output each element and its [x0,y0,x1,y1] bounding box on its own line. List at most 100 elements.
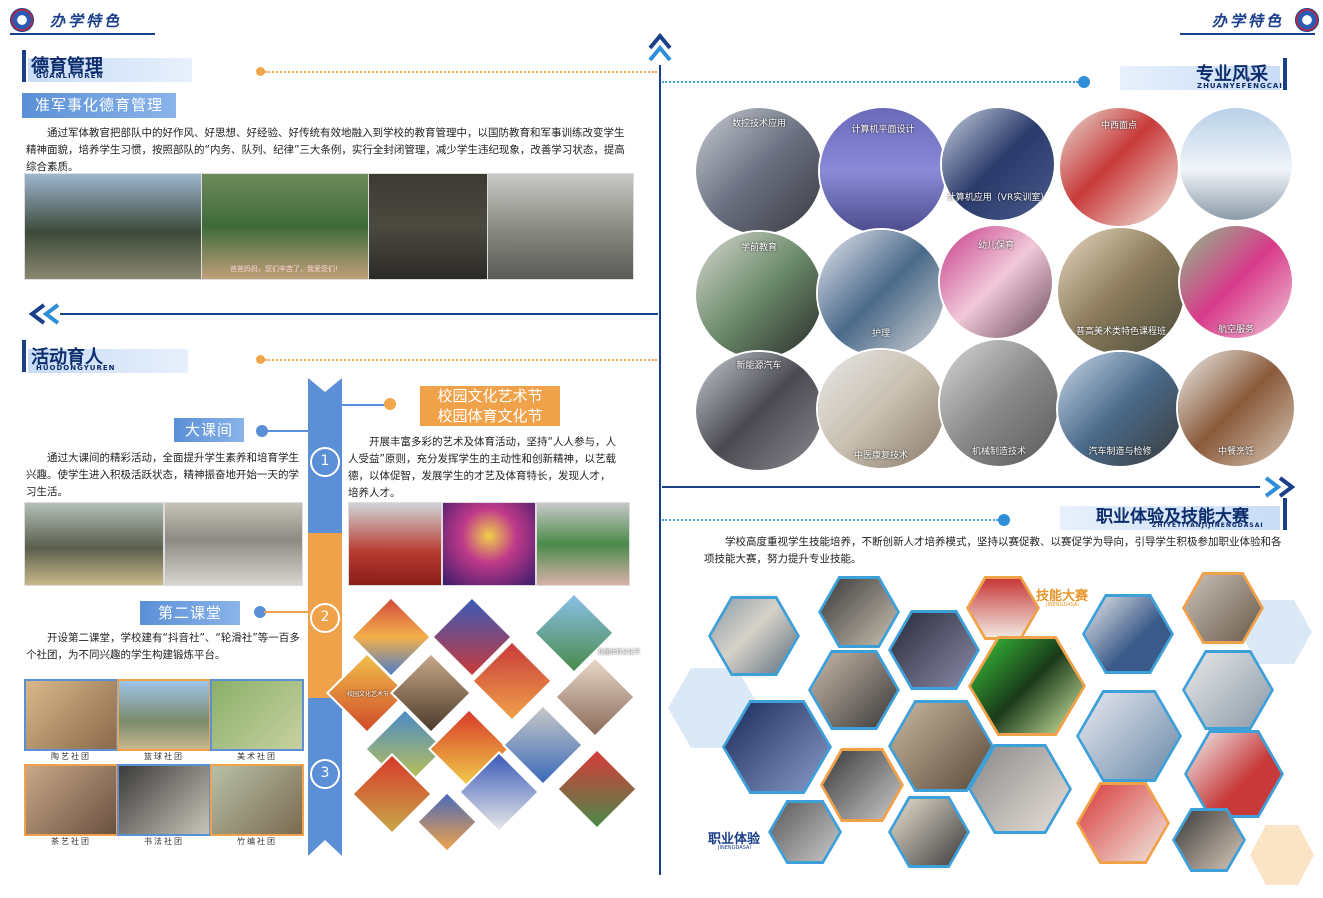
dotted-connector [265,359,657,361]
club-photo-art [210,679,304,751]
skill-photo [1182,650,1274,730]
jineng-subtitle: JINENGDASAI [1046,602,1079,608]
festival-photo-ceremony [348,502,442,586]
skill-photo [968,744,1072,834]
tiyan-title: 职业体验 [708,832,761,847]
diamond-label-art: 校园文化艺术节 [347,691,390,698]
section-title-bg [1060,506,1280,530]
deyu-paragraph: 通过军体教官把部队中的好作风、好思想、好经验、好传统有效地融入到学校的教育管理中… [26,127,625,173]
skill-photo [888,610,980,690]
header-underline-right [1180,33,1315,35]
hex-outline [1250,825,1314,885]
club-photo-tea [24,764,118,836]
major-vr-lab: 计算机应用（VR实训室） [942,108,1054,220]
skill-photo [968,636,1086,736]
deyu-photo-drill: 爸爸妈妈，您们辛苦了，我爱您们! [201,173,369,280]
center-divider [659,65,661,875]
club-label-art: 美术社团 [237,752,277,761]
zhuanye-title: 专业风采 [1196,64,1268,85]
club-label-pottery: 陶艺社团 [51,752,91,761]
club-photo-bamboo [210,764,304,836]
skill-photo [1076,690,1182,782]
step-number-3: 3 [310,759,340,789]
skill-photo [966,576,1040,640]
deyu-title: 德育管理 [31,56,103,77]
club-photo-pottery [24,679,118,751]
section-bar [22,50,26,82]
major-childcare: 幼儿保育 [940,226,1052,338]
festival-tag: 校园文化艺术节 校园体育文化节 [420,386,560,426]
diamond-photo [532,591,616,675]
timeline-dot [254,606,266,618]
huodong-title: 活动育人 [31,347,103,368]
skill-photo [1076,782,1170,864]
dier-paragraph: 开设第二课堂，学校建有“抖音社”、“轮滑社”等一百多个社团，为不同兴趣的学生构建… [26,632,300,661]
skill-photo [818,576,900,648]
club-photo-basketball [117,679,211,751]
section-title-bg [28,58,192,82]
major-preschool: 学前教育 [696,232,822,358]
jineng-title: 技能大赛 [1036,589,1089,604]
timeline-dot [998,514,1010,526]
school-logo-right [1295,8,1319,32]
festival-photo-stage [442,502,536,586]
deyu-tag: 准军事化德育管理 [22,93,176,118]
deyu-photo-dorm [487,173,634,280]
right-chevron-icon [1256,476,1296,498]
skill-photo [888,796,970,868]
major-auto-repair: 汽车制造与检修 [1058,352,1182,466]
major-cooking: 中餐烹饪 [1178,350,1294,466]
skill-photo [1172,808,1246,872]
dotted-connector [662,81,1078,83]
zhiye-paragraph: 学校高度重视学生技能培养，不断创新人才培养模式，坚持以赛促教、以赛促学为导向，引… [704,536,1282,565]
club-photo-calligraphy [117,764,211,836]
club-label-tea: 茶艺社团 [51,837,91,846]
section-bar [1283,498,1287,530]
major-aviation: 航空服务 [1180,226,1292,338]
major-graphic-design: 计算机平面设计 [820,108,946,234]
daketan-photo-dance [24,502,164,586]
skill-photo [768,800,842,864]
major-cnc: 数控技术应用 [696,108,822,234]
header-title-right: 办学特色 [1212,12,1285,30]
left-chevron-icon [28,303,68,325]
skill-photo [1082,594,1174,674]
connector-line [264,611,308,613]
tiyan-subtitle: JINENGDASAI [718,845,751,851]
major-rail [1180,108,1292,220]
festival-title-sports: 校园体育文化节 [437,407,543,425]
section-title-bg [28,349,188,373]
club-label-basketball: 篮球社团 [144,752,184,761]
timeline-dot [256,355,265,364]
section-title-bg [1120,66,1280,90]
timeline-dot [256,425,268,437]
skill-photo [808,650,900,730]
section-divider-line [60,313,658,315]
major-ev: 新能源汽车 [696,352,822,470]
deyu-photo-caption: 爸爸妈妈，您们辛苦了，我爱您们! [230,265,338,273]
dotted-connector [265,71,657,73]
huodong-subtitle: HUODONGYUREN [36,364,116,372]
step-number-2: 2 [310,603,340,633]
daketan-photo-exercise [164,502,303,586]
skill-photo [1184,730,1284,818]
major-machinery: 机械制造技术 [940,340,1058,466]
daketan-paragraph: 通过大课间的精彩活动，全面提升学生素养和培育学生兴趣。使学生进入积极活跃状态，精… [26,452,299,498]
skill-photo [820,748,904,822]
header-underline-left [10,33,155,35]
section-bar [22,340,26,372]
dier-tag: 第二课堂 [140,601,240,625]
deyu-subtitle: GUANLIYUREN [36,72,104,80]
zhiye-subtitle: ZHIYETIYANJIJINENGDASAI [1152,522,1264,529]
deyu-photo-flag-guard [24,173,202,280]
connector-line [342,404,386,406]
daketan-tag: 大课间 [174,418,244,442]
diamond-photo [553,655,637,739]
skill-photo [888,700,994,792]
school-logo-left [10,8,34,32]
timeline-dot [1078,76,1090,88]
step-number-1: 1 [310,447,340,477]
connector-line [266,430,308,432]
deyu-photo-corridor [368,173,488,280]
major-tcm-rehab: 中医康复技术 [818,350,944,468]
